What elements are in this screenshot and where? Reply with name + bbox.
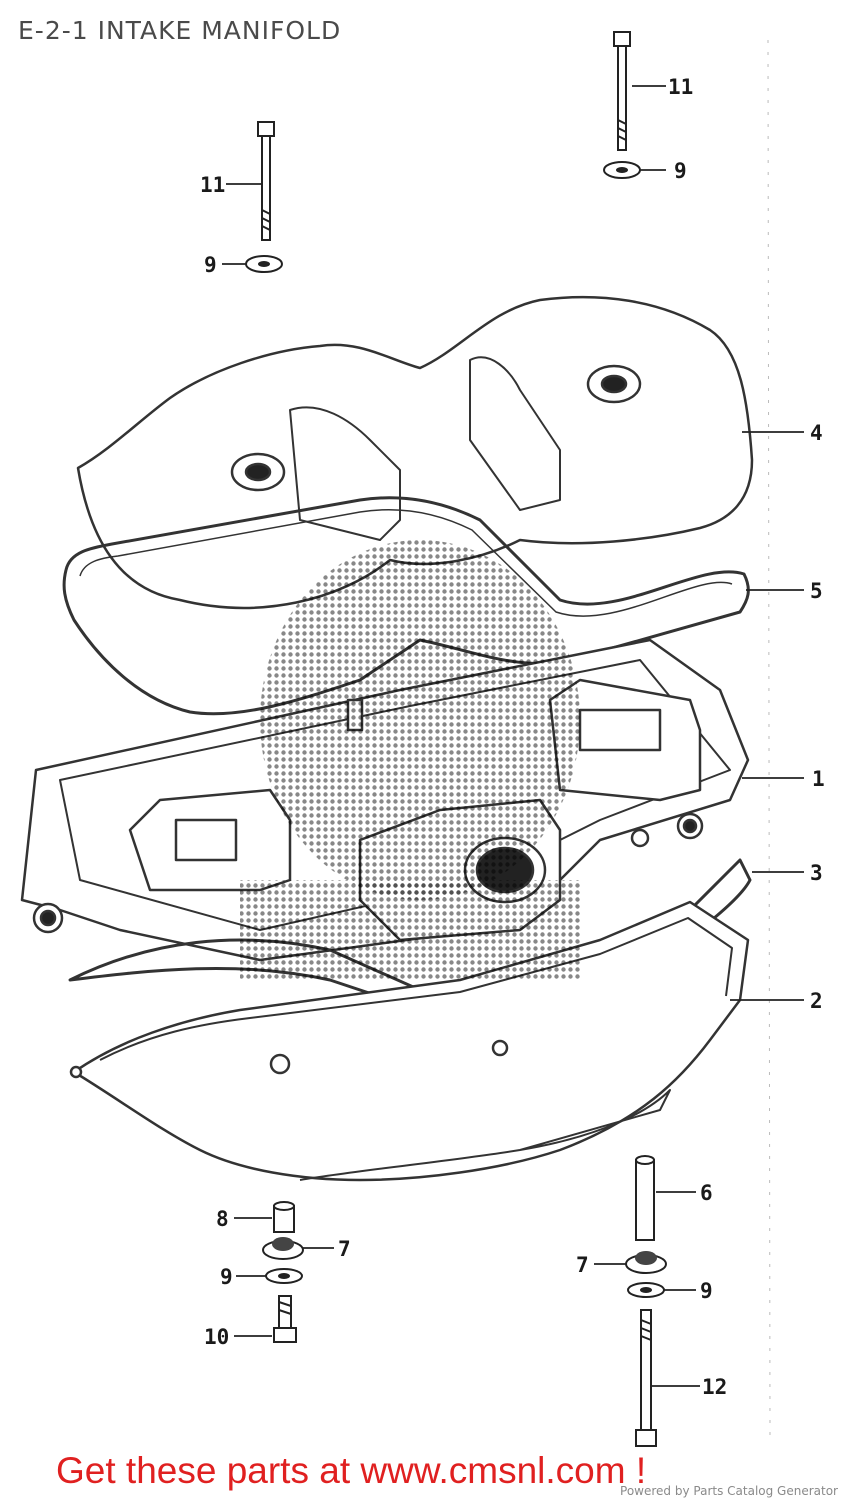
part-collar-8-left [273, 1201, 295, 1233]
callout-5-gasket: 5 [810, 579, 823, 603]
leader-lines [222, 85, 804, 1387]
callout-7-rubber-left: 7 [338, 1237, 351, 1261]
part-washer-9-bottom-right [627, 1282, 665, 1298]
part-gasket-3 [68, 858, 752, 1022]
callout-11-top-left: 11 [200, 173, 225, 197]
watermark-dots [240, 540, 580, 980]
part-rubber-7-right [625, 1251, 667, 1274]
get-parts-link[interactable]: Get these parts at www.cmsnl.com ! [56, 1450, 647, 1491]
part-washer-9-bottom-left [265, 1268, 303, 1284]
footer-credit: Powered by Parts Catalog Generator [620, 1484, 838, 1498]
part-washer-9-left [245, 255, 283, 273]
part-bolt-10 [273, 1295, 297, 1343]
part-bolt-12 [635, 1309, 657, 1447]
callout-4-cover: 4 [810, 421, 823, 445]
scan-edge-line [767, 39, 771, 1441]
callout-9-bottom-right: 9 [700, 1279, 713, 1303]
page-title: E-2-1 INTAKE MANIFOLD [18, 16, 342, 45]
part-collar-6 [635, 1155, 655, 1241]
callout-8-collar: 8 [216, 1207, 229, 1231]
callout-9-top-left: 9 [204, 253, 217, 277]
callout-3-gasket: 3 [810, 861, 823, 885]
callout-10-bolt: 10 [204, 1325, 229, 1349]
callout-1-manifold: 1 [812, 767, 825, 791]
part-bolt-11-right [613, 31, 631, 151]
callout-12-bolt: 12 [702, 1375, 727, 1399]
callout-2-lower-case: 2 [810, 989, 823, 1013]
callout-11-top-right: 11 [668, 75, 693, 99]
callout-7-rubber-right: 7 [576, 1253, 589, 1277]
part-rubber-7-left [262, 1237, 304, 1260]
callout-6-collar: 6 [700, 1181, 713, 1205]
callout-9-bottom-left: 9 [220, 1265, 233, 1289]
part-bolt-11-left [257, 121, 275, 241]
part-washer-9-right [603, 161, 641, 179]
callout-9-top-right: 9 [674, 159, 687, 183]
